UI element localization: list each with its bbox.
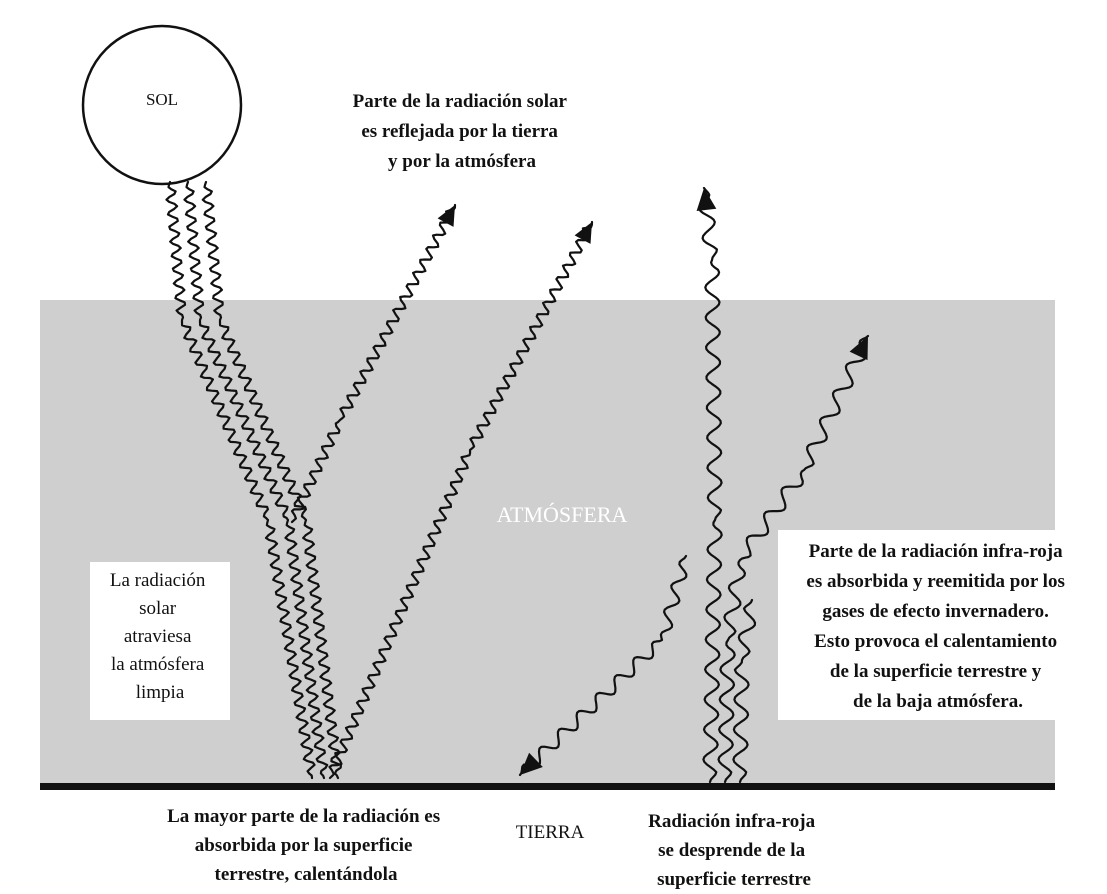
arrowhead: [696, 188, 717, 211]
greenhouse-note-line: gases de efecto invernadero.: [822, 601, 1049, 622]
reflected-note-line: y por la atmósfera: [388, 151, 536, 172]
greenhouse-note-line: Parte de la radiación infra-roja: [809, 541, 1063, 562]
transmitted-note-line: solar: [139, 598, 177, 619]
reemitted-infrared-ray: [518, 554, 688, 777]
infrared-ray: [732, 598, 757, 784]
reflected-by-atmosphere-ray: [290, 203, 457, 524]
earth-label: TIERRA: [516, 822, 585, 843]
incoming-solar-ray: [201, 180, 342, 780]
arrowhead: [520, 752, 543, 775]
atmosphere-label: ATMÓSFERA: [497, 502, 628, 527]
greenhouse-note-line: de la superficie terrestre y: [830, 661, 1042, 682]
greenhouse-note: Parte de la radiación infra-roja es abso…: [806, 541, 1069, 712]
radiation-waves: [165, 180, 870, 784]
infrared-emitted-note-line: superficie terrestre: [657, 869, 811, 890]
greenhouse-note-box: [778, 530, 1096, 720]
transmitted-note-box: [90, 562, 230, 720]
arrowhead: [574, 222, 592, 244]
infrared-ray: [717, 334, 870, 784]
absorbed-note-line: La mayor parte de la radiación es: [167, 806, 440, 827]
sun-circle: [81, 24, 243, 186]
greenhouse-note-line: Esto provoca el calentamiento: [814, 631, 1057, 652]
absorbed-note-line: absorbida por la superficie: [195, 835, 413, 856]
arrowhead: [437, 205, 455, 227]
incoming-solar-ray: [183, 180, 329, 780]
reflected-note: Parte de la radiación solar es reflejada…: [353, 91, 572, 172]
infrared-emitted-note-line: se desprende de la: [658, 840, 805, 861]
transmitted-note-line: La radiación: [110, 570, 206, 591]
sun-label: SOL: [146, 90, 178, 109]
transmitted-note: La radiación solar atraviesa la atmósfer…: [110, 570, 210, 703]
ground-line: [40, 783, 1055, 790]
reflected-note-line: es reflejada por la tierra: [361, 121, 558, 142]
transmitted-note-line: limpia: [136, 682, 185, 703]
transmitted-note-line: atraviesa: [124, 626, 192, 647]
absorbed-note-line: terrestre, calentándola: [215, 864, 398, 885]
arrowhead: [849, 336, 868, 361]
infrared-emitted-note-line: Radiación infra-roja: [648, 811, 815, 832]
incoming-solar-ray: [165, 180, 316, 780]
infrared-ray: [698, 186, 723, 784]
reflected-by-earth-ray: [328, 220, 594, 780]
absorbed-note: La mayor parte de la radiación es absorb…: [167, 806, 445, 885]
transmitted-note-line: la atmósfera: [111, 654, 205, 675]
reflected-note-line: Parte de la radiación solar: [353, 91, 568, 112]
greenhouse-note-line: es absorbida y reemitida por los: [806, 571, 1064, 592]
infrared-emitted-note: Radiación infra-roja se desprende de la …: [648, 811, 820, 890]
greenhouse-note-line: de la baja atmósfera.: [853, 691, 1023, 712]
